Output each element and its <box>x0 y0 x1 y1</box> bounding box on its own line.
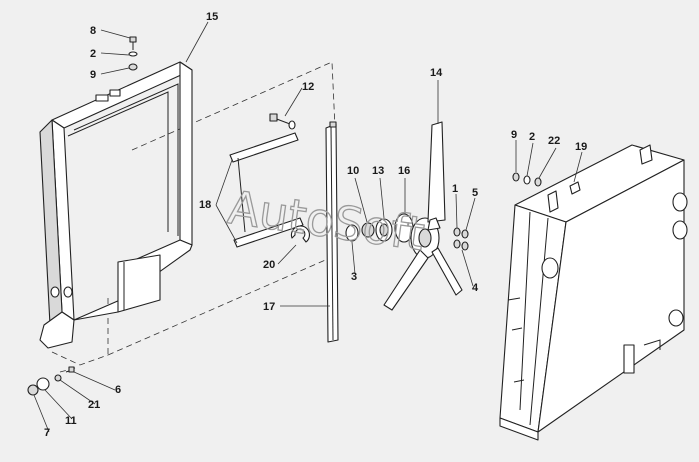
callout-17: 17 <box>263 301 275 313</box>
callout-7: 7 <box>44 427 50 439</box>
fan-fasteners <box>453 227 469 251</box>
callout-9: 9 <box>90 69 96 81</box>
callout-9-radiator: 9 <box>511 129 517 141</box>
callout-20: 20 <box>263 259 275 271</box>
callout-1: 1 <box>452 183 458 195</box>
callout-15: 15 <box>206 11 218 23</box>
callout-3: 3 <box>351 271 357 283</box>
radiator <box>499 144 688 441</box>
loose-fasteners <box>27 366 75 396</box>
clamp-20 <box>290 225 310 243</box>
callout-16: 16 <box>398 165 410 177</box>
callout-2-radiator: 2 <box>529 131 535 143</box>
cooling-fan <box>383 121 463 311</box>
callout-11: 11 <box>65 415 77 427</box>
callout-10: 10 <box>347 165 359 177</box>
callout-5: 5 <box>472 187 478 199</box>
callout-2: 2 <box>90 48 96 60</box>
brace-bar <box>229 132 304 248</box>
callout-8: 8 <box>90 25 96 37</box>
callout-13: 13 <box>372 165 384 177</box>
support-post <box>325 121 339 343</box>
callout-21: 21 <box>88 399 100 411</box>
bolt-12 <box>269 113 296 130</box>
callout-4: 4 <box>472 282 479 294</box>
callout-18: 18 <box>199 199 211 211</box>
callout-22: 22 <box>548 135 560 147</box>
callout-14: 14 <box>430 67 443 79</box>
leader-lines <box>33 21 583 433</box>
callout-labels: 8 2 9 15 12 18 20 17 3 10 13 16 14 1 5 4… <box>44 11 587 439</box>
callout-19: 19 <box>575 141 587 153</box>
fan-shroud <box>39 36 193 349</box>
callout-6: 6 <box>115 384 121 396</box>
fan-hub-parts <box>345 213 414 243</box>
callout-12: 12 <box>302 81 314 93</box>
